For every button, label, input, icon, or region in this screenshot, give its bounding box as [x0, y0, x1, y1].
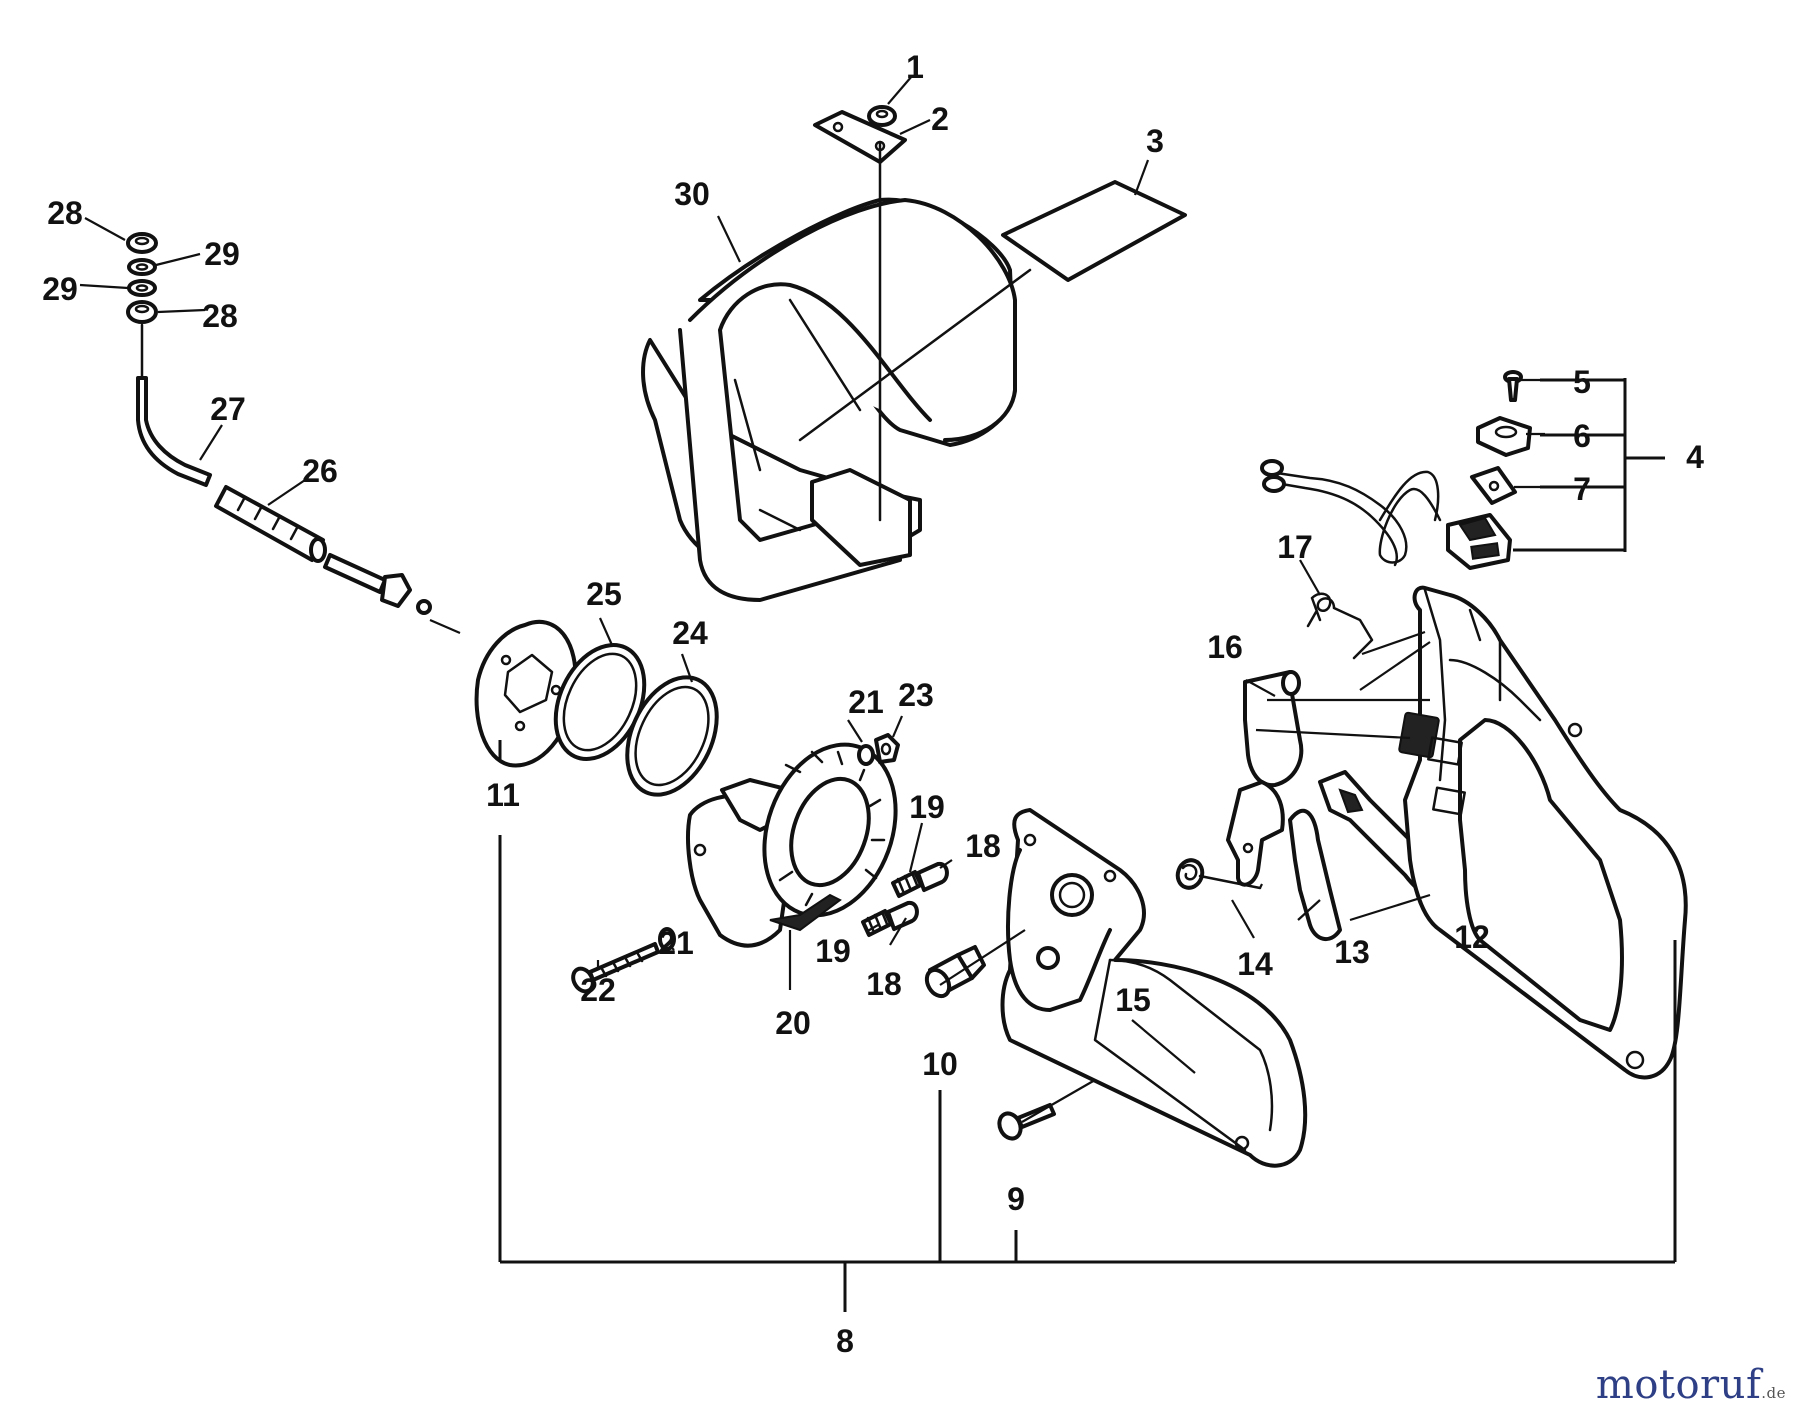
callout-24: 24	[672, 615, 708, 651]
callout-7: 7	[1573, 471, 1591, 507]
callout-4: 4	[1686, 439, 1704, 475]
part-22-screw	[571, 942, 660, 994]
part-5-screw	[1503, 370, 1523, 402]
callout-29b: 29	[42, 271, 78, 307]
callout-19b: 19	[815, 933, 851, 969]
bracket-8	[498, 740, 1677, 1312]
part-30-front-handle	[641, 140, 1032, 602]
callout-3: 3	[1146, 123, 1164, 159]
part-7-switch-plate	[1470, 466, 1517, 505]
callout-21a: 21	[848, 684, 884, 720]
part-choke-shaft	[323, 553, 432, 615]
part-24-gasket	[625, 675, 719, 797]
part-6-switch-cap	[1476, 416, 1532, 457]
part-28-nut-bottom	[126, 300, 158, 324]
callout-10: 10	[922, 1046, 958, 1082]
part-rear-handle-left	[1000, 808, 1308, 1168]
part-3-label	[1001, 180, 1187, 282]
callout-15: 15	[1115, 982, 1151, 1018]
callout-9: 9	[1007, 1181, 1025, 1217]
part-10-fitting	[924, 945, 986, 999]
callout-12: 12	[1454, 919, 1490, 955]
callout-13: 13	[1334, 934, 1370, 970]
part-18-plug-top	[916, 861, 949, 892]
part-27-throttle-cable	[136, 323, 212, 487]
callout-29a: 29	[204, 236, 240, 272]
callout-6: 6	[1573, 418, 1591, 454]
part-18-plug-bottom	[886, 900, 919, 931]
part-23-nut	[874, 733, 900, 764]
part-29-washer-top	[127, 258, 157, 276]
callout-18b: 18	[866, 966, 902, 1002]
part-14-spring	[1175, 858, 1262, 890]
callout-11: 11	[486, 777, 520, 813]
part-13-trigger	[1226, 780, 1342, 941]
part-rear-handle-right	[1398, 585, 1688, 1080]
callout-28b: 28	[202, 298, 238, 334]
part-1-nut	[867, 105, 897, 127]
callout-19a: 19	[909, 789, 945, 825]
callout-17: 17	[1277, 529, 1313, 565]
callout-21b: 21	[658, 925, 694, 961]
part-switch-wire	[1260, 459, 1442, 567]
callout-28a: 28	[47, 195, 83, 231]
callout-16: 16	[1207, 629, 1243, 665]
leader-lines	[79, 75, 1545, 1123]
callout-26: 26	[302, 453, 338, 489]
callout-8: 8	[836, 1323, 854, 1359]
part-16-lever	[1243, 670, 1304, 788]
part-29-washer-bottom	[127, 279, 157, 297]
watermark-suffix: .de	[1761, 1384, 1786, 1402]
callout-30: 30	[674, 176, 710, 212]
callout-22: 22	[580, 972, 616, 1008]
callout-25: 25	[586, 576, 622, 612]
part-11-plate	[474, 619, 578, 768]
part-28-nut-top	[126, 232, 158, 254]
callout-27: 27	[210, 391, 246, 427]
callout-labels: 1 2 3 4 5 6 7 8 9 10 11 12 13 14 15 16 1…	[42, 49, 1704, 1359]
watermark-logo: motoruf.de	[1596, 1362, 1786, 1408]
bracket-4	[1513, 378, 1665, 552]
part-17-spring	[1306, 592, 1374, 660]
part-switch-body	[1446, 513, 1512, 570]
watermark-brand: motoruf	[1595, 1362, 1762, 1408]
callout-1: 1	[906, 49, 924, 85]
callout-5: 5	[1573, 364, 1591, 400]
callout-2: 2	[931, 101, 949, 137]
callout-14: 14	[1237, 946, 1273, 982]
part-9-screw	[997, 1103, 1056, 1141]
part-26-cable-tube	[214, 485, 327, 563]
part-20-housing	[686, 742, 898, 948]
part-21-washer-bottom	[658, 927, 676, 951]
callout-18a: 18	[965, 828, 1001, 864]
callout-23: 23	[898, 677, 934, 713]
part-21-washer-top	[857, 744, 875, 766]
callout-20: 20	[775, 1005, 811, 1041]
